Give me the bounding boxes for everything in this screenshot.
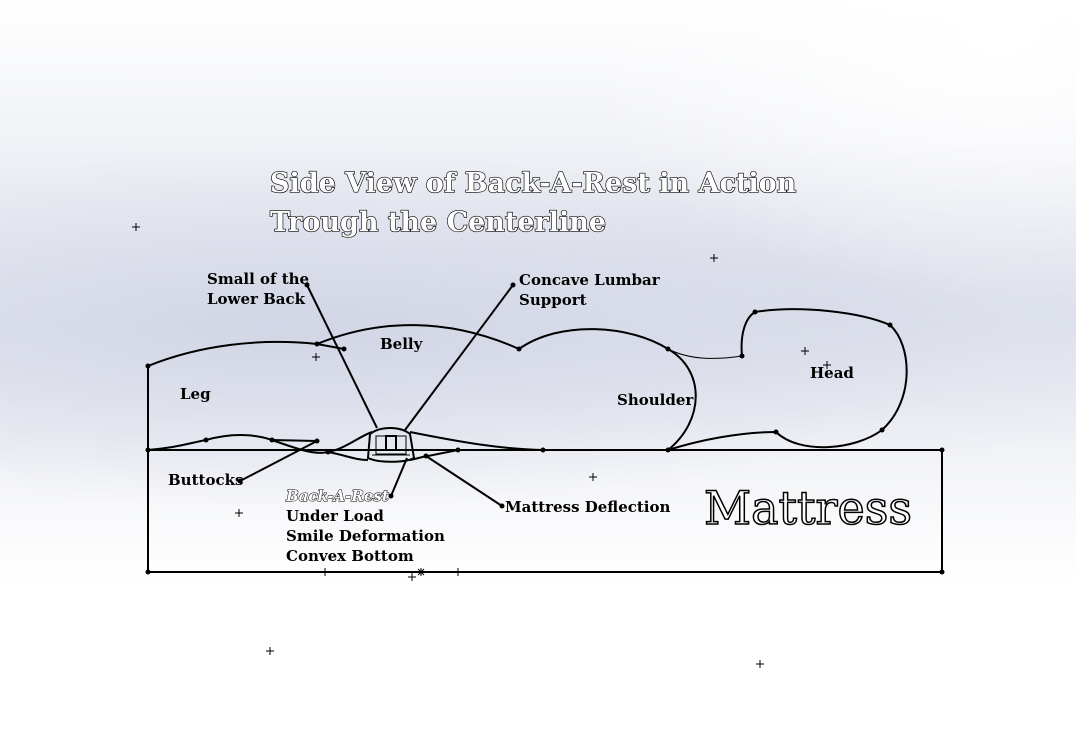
label-device-smile: Smile Deformation — [286, 527, 445, 545]
label-concave-lumbar-line2: Support — [519, 291, 587, 309]
label-leg: Leg — [180, 385, 211, 403]
diagram-title-line2: Trough the Centerline — [270, 207, 606, 238]
diagram-title-line1: Side View of Back-A-Rest in Action — [270, 168, 797, 199]
label-small-of-back-line2: Lower Back — [207, 290, 306, 308]
label-shoulder: Shoulder — [617, 391, 694, 409]
label-small-of-back-line1: Small of the — [207, 270, 309, 288]
label-device-convex: Convex Bottom — [286, 547, 414, 565]
back-a-rest-device — [366, 427, 416, 463]
mattress-outline — [147, 366, 943, 573]
label-mattress-deflection: Mattress Deflection — [505, 498, 671, 516]
label-concave-lumbar-line1: Concave Lumbar — [519, 271, 661, 289]
label-device-under-load: Under Load — [286, 507, 384, 525]
sketch-origin-markers — [132, 223, 831, 668]
leader-lines — [239, 284, 514, 507]
label-device-name: Back-A-Rest — [285, 487, 389, 505]
label-belly: Belly — [380, 335, 424, 353]
label-mattress: Mattress — [704, 481, 912, 535]
label-buttocks: Buttocks — [168, 471, 243, 489]
label-head: Head — [810, 364, 854, 382]
body-outline — [147, 308, 908, 461]
sketch-points — [145, 282, 945, 575]
